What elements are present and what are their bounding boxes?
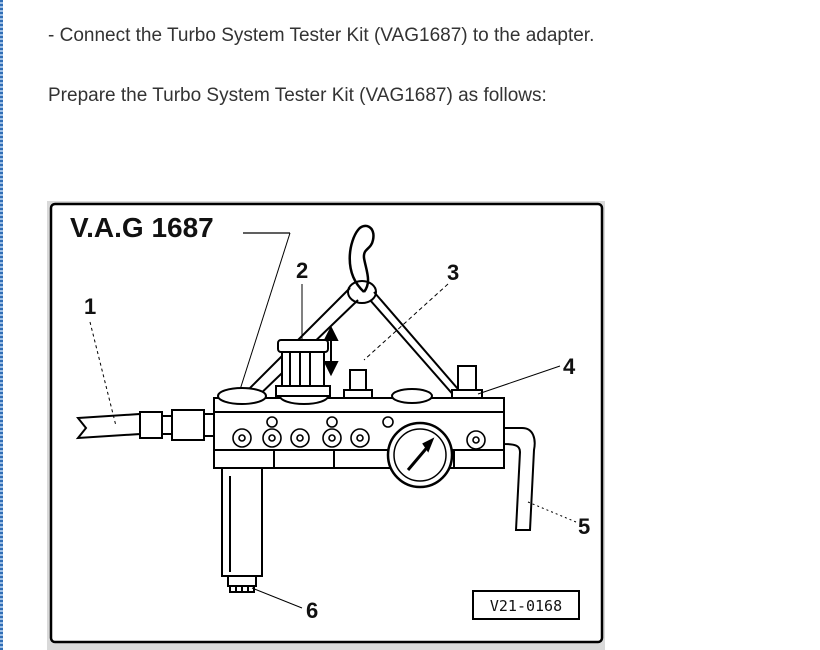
callout-5: 5 <box>578 514 590 539</box>
callout-2: 2 <box>296 258 308 283</box>
hanger-hook <box>347 224 377 304</box>
regulator-knob <box>275 339 331 397</box>
figure-code: V21-0168 <box>490 597 562 615</box>
tool-label-leader-diag <box>237 232 291 397</box>
manifold-connectors <box>343 365 483 399</box>
callout-6: 6 <box>306 598 318 623</box>
supply-hose <box>75 409 215 441</box>
callout-4: 4 <box>563 354 576 379</box>
tester-kit-figure: V.A.G 1687 <box>46 200 606 650</box>
step-instruction: - Connect the Turbo System Tester Kit (V… <box>48 25 595 46</box>
page-left-edge <box>0 0 3 650</box>
callout-3: 3 <box>447 260 459 285</box>
figure-code-box <box>472 590 580 620</box>
manifold-valves <box>232 416 486 450</box>
filter-bowl <box>221 467 263 593</box>
callout-1: 1 <box>84 294 96 319</box>
outlet-hose <box>503 427 536 531</box>
intro-paragraph: Prepare the Turbo System Tester Kit (VAG… <box>48 85 547 106</box>
adjust-arrow <box>323 325 339 377</box>
pressure-gauge <box>386 421 454 489</box>
callout-leaders <box>89 283 577 609</box>
tool-label: V.A.G 1687 <box>70 212 214 243</box>
